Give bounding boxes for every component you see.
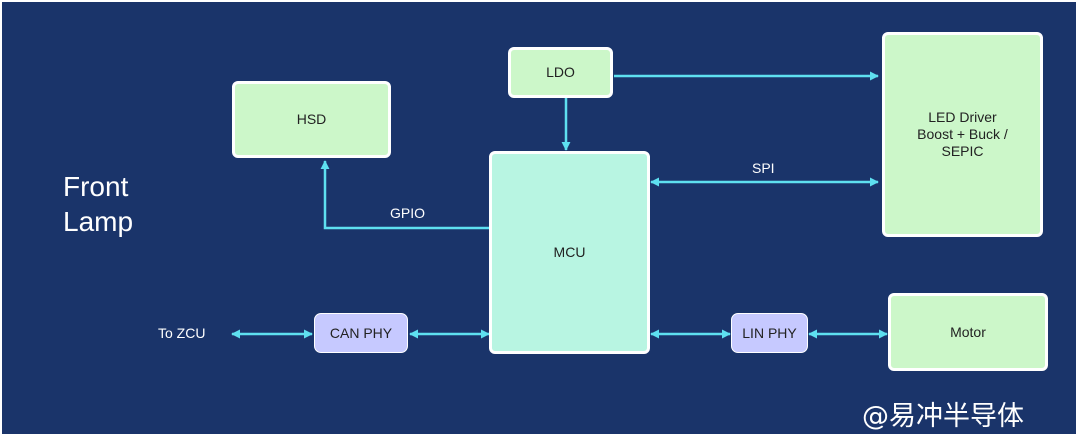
- to-zcu-label: To ZCU: [158, 325, 206, 341]
- gpio-label: GPIO: [390, 205, 426, 221]
- hsd-block: HSD: [232, 81, 391, 158]
- mcu-block: MCU: [489, 151, 650, 354]
- ldo-block: LDO: [508, 47, 613, 98]
- spi-label: SPI: [752, 160, 775, 176]
- lin-phy-block: LIN PHY: [731, 313, 808, 353]
- arrow-mcu-hsd-gpio: [320, 160, 489, 230]
- ldo-label: LDO: [546, 64, 575, 80]
- led-driver-block: LED Driver Boost + Buck / SEPIC: [882, 32, 1043, 237]
- diagram-title: Front Lamp: [63, 171, 134, 237]
- can-phy-block: CAN PHY: [314, 313, 408, 353]
- mcu-label: MCU: [553, 244, 586, 260]
- watermark: @易冲半导体: [862, 401, 1024, 432]
- hsd-label: HSD: [296, 111, 327, 127]
- motor-block: Motor: [888, 293, 1048, 371]
- motor-label: Motor: [950, 323, 986, 340]
- can-phy-label: CAN PHY: [329, 324, 393, 341]
- lin-phy-label: LIN PHY: [742, 324, 797, 341]
- led-driver-label: LED Driver Boost + Buck / SEPIC: [917, 109, 1008, 159]
